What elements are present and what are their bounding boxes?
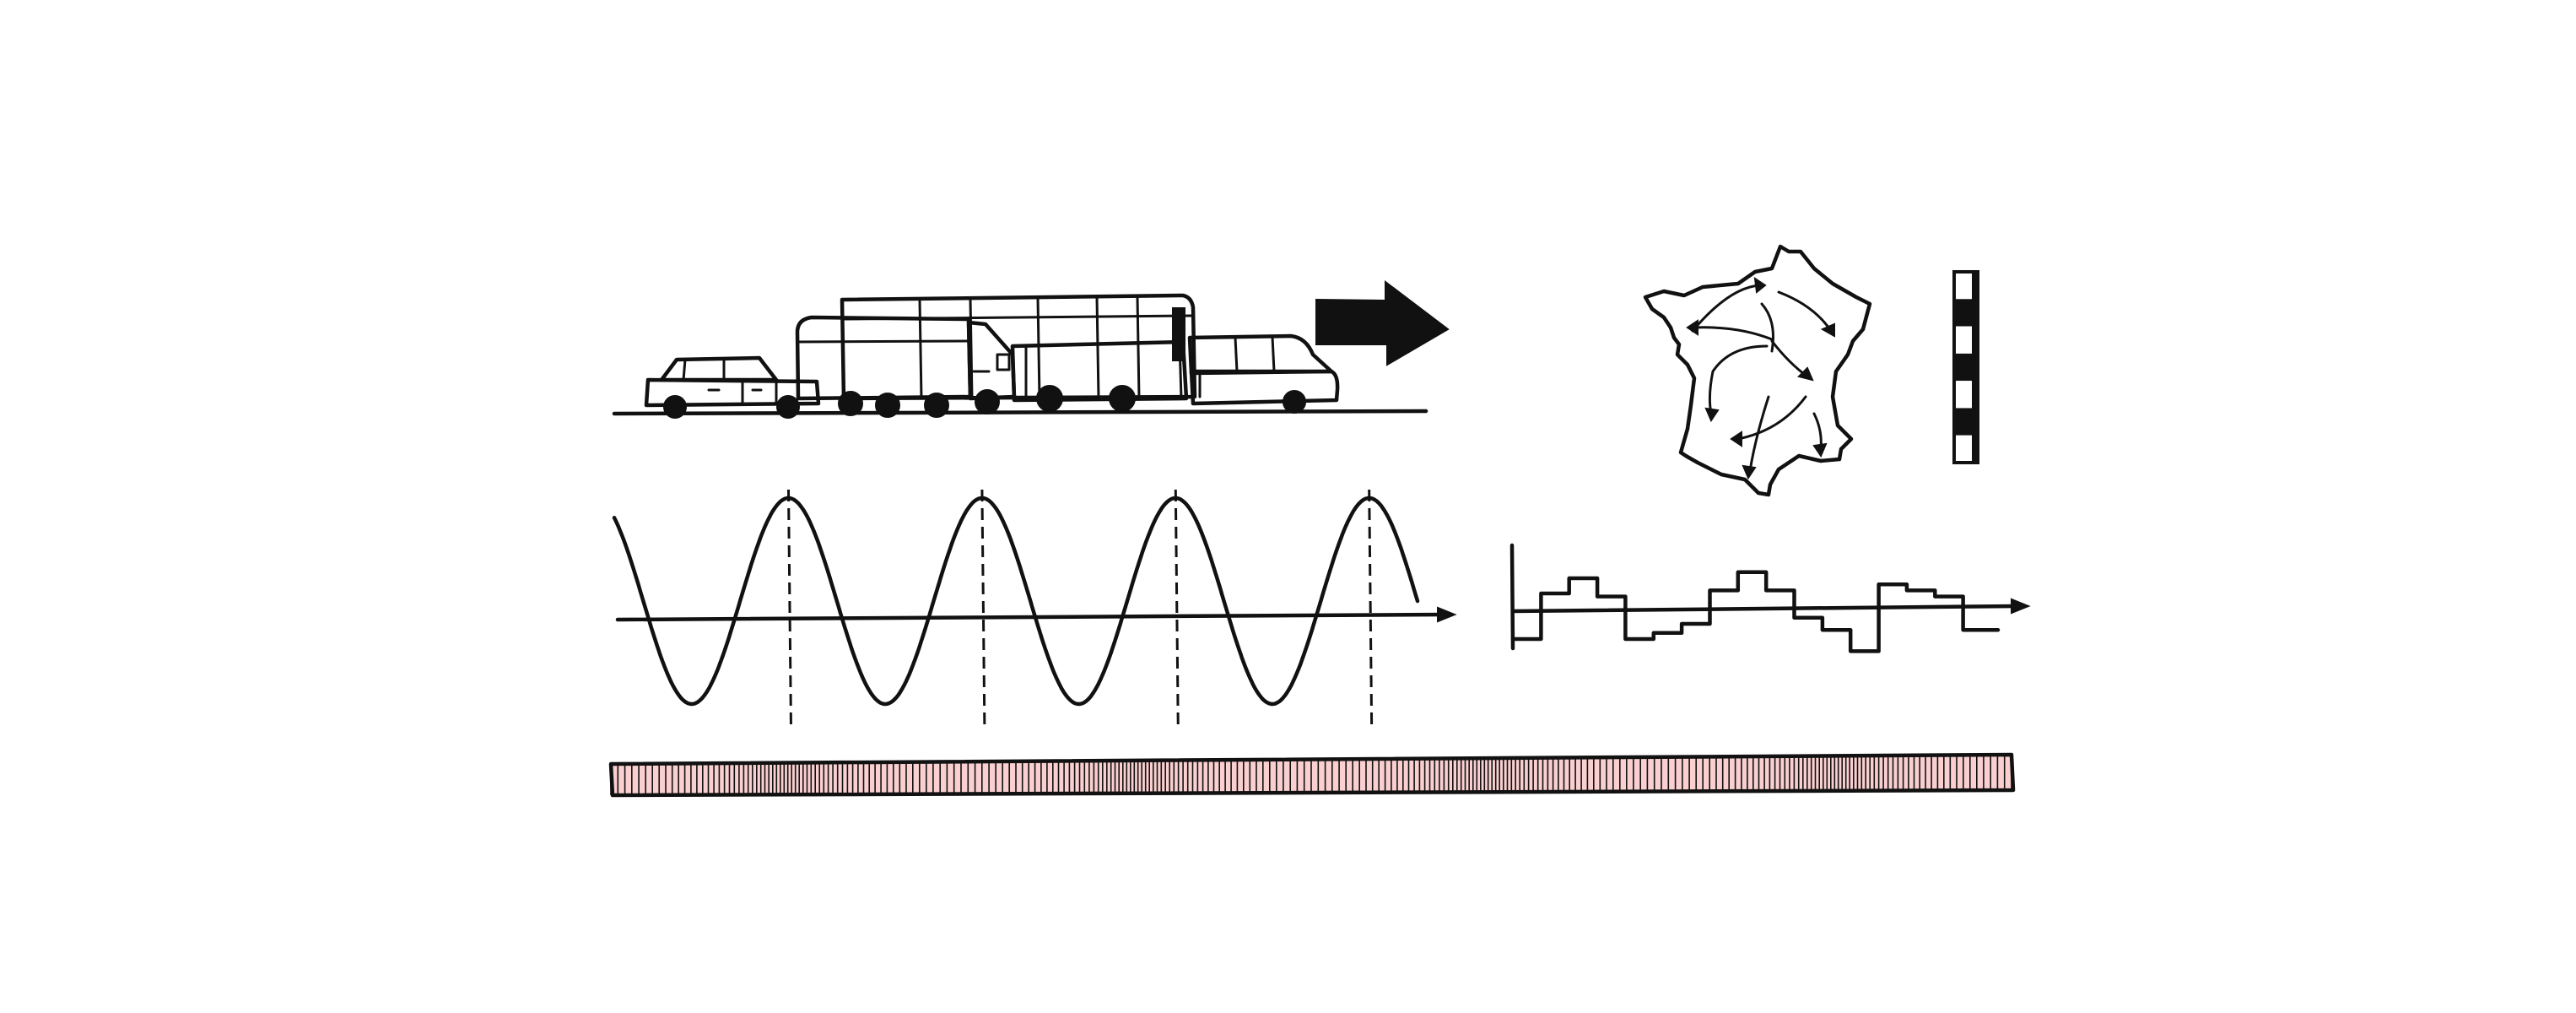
wheel bbox=[1109, 385, 1136, 412]
sine-peak-markers bbox=[787, 489, 1374, 730]
step-curve bbox=[1510, 570, 2001, 653]
wheel bbox=[875, 393, 900, 418]
sine-peak-marker bbox=[1368, 489, 1374, 730]
vehicles-group bbox=[612, 293, 1428, 419]
scale-bar-icon bbox=[1952, 270, 1979, 464]
wheel bbox=[776, 395, 800, 419]
van-icon bbox=[1187, 333, 1340, 406]
wheel bbox=[663, 395, 687, 419]
france-map-icon bbox=[1643, 244, 1872, 497]
scale-bar-segment bbox=[1954, 353, 1966, 382]
sample-strip-outline bbox=[608, 752, 2016, 798]
sine-axis-arrowhead bbox=[1437, 606, 1457, 623]
step-axis-arrowhead bbox=[2011, 598, 2031, 615]
sample-strip bbox=[608, 752, 2016, 798]
sine-peak-marker bbox=[787, 489, 792, 730]
sine-curve bbox=[612, 496, 1420, 707]
scale-bar-segment bbox=[1954, 299, 1966, 327]
sine-peak-marker bbox=[980, 489, 986, 730]
wheel bbox=[975, 389, 1000, 414]
truck-icon bbox=[795, 315, 1017, 401]
wheel bbox=[924, 393, 949, 418]
sine-wave-plot bbox=[612, 489, 1457, 730]
sample-strip-ticks bbox=[610, 755, 2012, 795]
arrow-right-icon bbox=[1315, 279, 1450, 366]
wheel bbox=[1036, 385, 1063, 412]
wheel bbox=[1283, 390, 1306, 414]
wheel bbox=[838, 391, 863, 416]
step-signal-plot bbox=[1509, 543, 2031, 653]
sine-axis bbox=[615, 612, 1447, 622]
step-x-axis bbox=[1510, 604, 2019, 614]
scale-bar-segment bbox=[1954, 408, 1966, 436]
step-y-axis bbox=[1509, 543, 1515, 651]
wheels-group bbox=[663, 385, 1306, 419]
ground-line bbox=[612, 409, 1428, 416]
scale-bar-edge bbox=[1972, 272, 1978, 463]
bus-body-icon bbox=[1010, 339, 1189, 403]
car-icon bbox=[644, 355, 821, 408]
sine-peak-marker bbox=[1174, 489, 1180, 730]
